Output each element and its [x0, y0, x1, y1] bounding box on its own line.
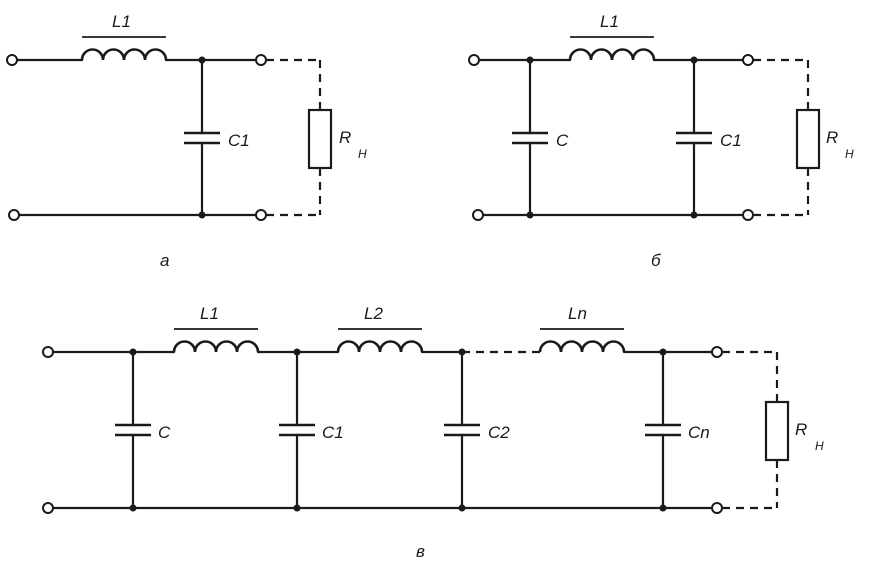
label-load: R [795, 420, 807, 439]
output-terminal-top [742, 54, 754, 66]
label-load: R [339, 128, 351, 147]
label-l2: L2 [364, 304, 383, 323]
input-terminal-top [6, 54, 18, 66]
output-terminal-bottom [255, 209, 267, 221]
label-c2: C2 [488, 423, 510, 442]
label-c1: C1 [322, 423, 344, 442]
capacitor-c1 [676, 58, 712, 217]
output-terminal-top [255, 54, 267, 66]
inductor-l1 [568, 36, 656, 61]
label-c: C [158, 423, 171, 442]
input-terminal-bottom [8, 209, 20, 221]
label-l1: L1 [200, 304, 219, 323]
input-terminal-top [42, 346, 54, 358]
capacitor-c1 [184, 58, 220, 217]
caption-c: в [416, 542, 425, 561]
circuit-c: L1 L2 Ln C C1 C2 Cn R Н в [42, 304, 824, 561]
label-load-sub: Н [815, 439, 824, 453]
caption-b: б [651, 251, 662, 270]
label-load-sub: Н [358, 147, 367, 161]
input-terminal-top [468, 54, 480, 66]
label-c1: C1 [720, 131, 742, 150]
label-ln: Ln [568, 304, 587, 323]
label-cn: Cn [688, 423, 710, 442]
label-load: R [826, 128, 838, 147]
inductor-l1 [80, 36, 168, 61]
inductor-l2 [336, 328, 424, 353]
circuit-b: L1 C C1 R Н б [468, 12, 854, 270]
capacitor-cn [645, 350, 681, 510]
label-l1: L1 [112, 12, 131, 31]
circuit-a: L1 C1 R Н а [6, 12, 367, 270]
input-terminal-bottom [472, 209, 484, 221]
load-resistor [753, 58, 821, 217]
inductor-l1 [172, 328, 260, 353]
capacitor-c2 [444, 350, 480, 510]
capacitor-c [512, 58, 548, 217]
input-terminal-bottom [42, 502, 54, 514]
output-terminal-bottom [711, 502, 723, 514]
inductor-ln [538, 328, 626, 353]
capacitor-c1 [279, 350, 315, 510]
output-terminal-top [711, 346, 723, 358]
label-load-sub: Н [845, 147, 854, 161]
label-c1: C1 [228, 131, 250, 150]
label-l1: L1 [600, 12, 619, 31]
load-resistor [722, 350, 790, 510]
label-c: C [556, 131, 569, 150]
load-resistor [266, 58, 333, 217]
output-terminal-bottom [742, 209, 754, 221]
caption-a: а [160, 251, 169, 270]
capacitor-c [115, 350, 151, 510]
